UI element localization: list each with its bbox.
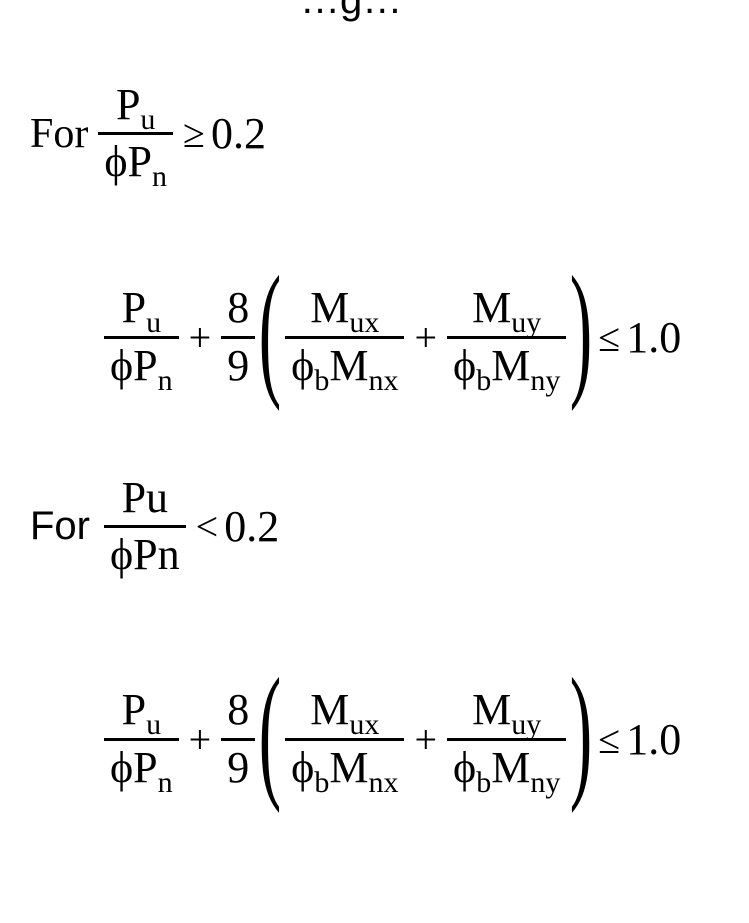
- mnx-main: M: [329, 340, 369, 390]
- left-paren: (: [258, 648, 282, 814]
- clipped-heading-fragment: …g…: [300, 0, 403, 22]
- mnx-sub: nx: [368, 765, 399, 799]
- coef-numerator: 8: [227, 283, 250, 333]
- fraction-bar: [104, 525, 186, 529]
- pn-main: P: [133, 340, 158, 390]
- phi-symbol: ϕ: [291, 340, 315, 390]
- relation-symbol: ≤: [598, 716, 621, 762]
- mny-main: M: [491, 742, 531, 792]
- phi-sub: b: [476, 363, 492, 397]
- right-paren: ): [570, 648, 593, 814]
- coef-denominator: 9: [227, 742, 250, 792]
- relation-symbol: <: [195, 504, 219, 550]
- for-label: For: [30, 504, 90, 549]
- fraction-bar: [447, 335, 567, 339]
- mux-main: M: [310, 685, 350, 735]
- condition-1: For Pu ϕPn ≥ 0.2: [30, 80, 266, 192]
- axial-ratio-fraction: Pu ϕPn: [104, 473, 186, 580]
- fraction-bar: [98, 132, 174, 136]
- interaction-equation-2: Pu ϕPn + 8 9 ( Mux ϕbMnx + Muy ϕbMny ) ≤…: [100, 656, 682, 814]
- moment-y-fraction: Muy ϕbMny: [447, 685, 567, 798]
- mnx-main: M: [329, 742, 369, 792]
- coef-denominator: 9: [227, 340, 250, 390]
- pn-text: Pn: [133, 530, 180, 580]
- phi-symbol: ϕ: [453, 340, 477, 390]
- fraction-bar: [104, 737, 179, 741]
- for-label: For: [30, 110, 89, 157]
- axial-ratio-fraction: Pu ϕPn: [98, 80, 174, 192]
- fraction-bar: [285, 335, 405, 339]
- muy-sub: uy: [511, 306, 542, 340]
- phi-sub: b: [314, 363, 330, 397]
- plus-symbol: +: [414, 716, 438, 762]
- threshold-value: 0.2: [210, 109, 266, 159]
- phi-symbol: ϕ: [453, 742, 477, 792]
- mny-main: M: [491, 340, 531, 390]
- coefficient-fraction: 8 9: [221, 685, 256, 792]
- pn-main: P: [127, 137, 153, 187]
- pn-sub: n: [157, 363, 173, 397]
- mnx-sub: nx: [368, 363, 399, 397]
- phi-sub: b: [476, 765, 492, 799]
- phi-symbol: ϕ: [110, 340, 134, 390]
- right-paren: ): [570, 246, 593, 412]
- plus-symbol: +: [188, 314, 212, 360]
- plus-symbol: +: [414, 314, 438, 360]
- interaction-equation-1: Pu ϕPn + 8 9 ( Mux ϕbMnx + Muy ϕbMny ) ≤…: [100, 254, 682, 412]
- pu-sub: u: [146, 306, 162, 340]
- mny-sub: ny: [530, 363, 561, 397]
- fraction-bar: [221, 335, 256, 339]
- muy-sub: uy: [511, 708, 542, 742]
- plus-symbol: +: [188, 716, 212, 762]
- pn-sub: n: [157, 765, 173, 799]
- fraction-bar: [447, 737, 567, 741]
- pu-main: P: [121, 283, 147, 333]
- pu-sub: u: [140, 103, 156, 136]
- pu-text: Pu: [121, 473, 169, 522]
- fraction-bar: [104, 335, 179, 339]
- relation-symbol: ≤: [598, 314, 621, 360]
- moment-y-fraction: Muy ϕbMny: [447, 283, 567, 396]
- axial-fraction: Pu ϕPn: [104, 685, 179, 798]
- mux-sub: ux: [349, 306, 380, 340]
- moment-x-fraction: Mux ϕbMnx: [285, 283, 405, 396]
- pn-sub: n: [152, 160, 168, 194]
- mux-main: M: [310, 283, 350, 333]
- coefficient-fraction: 8 9: [221, 283, 256, 390]
- muy-main: M: [472, 283, 512, 333]
- left-paren: (: [258, 246, 282, 412]
- phi-symbol: ϕ: [291, 742, 315, 792]
- fraction-bar: [221, 737, 256, 741]
- fraction-bar: [285, 737, 405, 741]
- axial-fraction: Pu ϕPn: [104, 283, 179, 396]
- pu-main: P: [121, 685, 147, 735]
- moment-x-fraction: Mux ϕbMnx: [285, 685, 405, 798]
- phi-sub: b: [314, 765, 330, 799]
- pu-sub: u: [146, 708, 162, 742]
- relation-symbol: ≥: [183, 111, 205, 157]
- limit-value: 1.0: [626, 312, 682, 362]
- limit-value: 1.0: [626, 714, 682, 764]
- pu-main: P: [115, 80, 141, 129]
- phi-symbol: ϕ: [110, 742, 134, 792]
- pn-main: P: [133, 742, 158, 792]
- mux-sub: ux: [349, 708, 380, 742]
- condition-2: For Pu ϕPn < 0.2: [30, 473, 280, 580]
- phi-symbol: ϕ: [110, 530, 134, 580]
- coef-numerator: 8: [227, 685, 250, 735]
- muy-main: M: [472, 685, 512, 735]
- phi-symbol: ϕ: [104, 137, 128, 187]
- mny-sub: ny: [530, 765, 561, 799]
- threshold-value: 0.2: [224, 502, 280, 552]
